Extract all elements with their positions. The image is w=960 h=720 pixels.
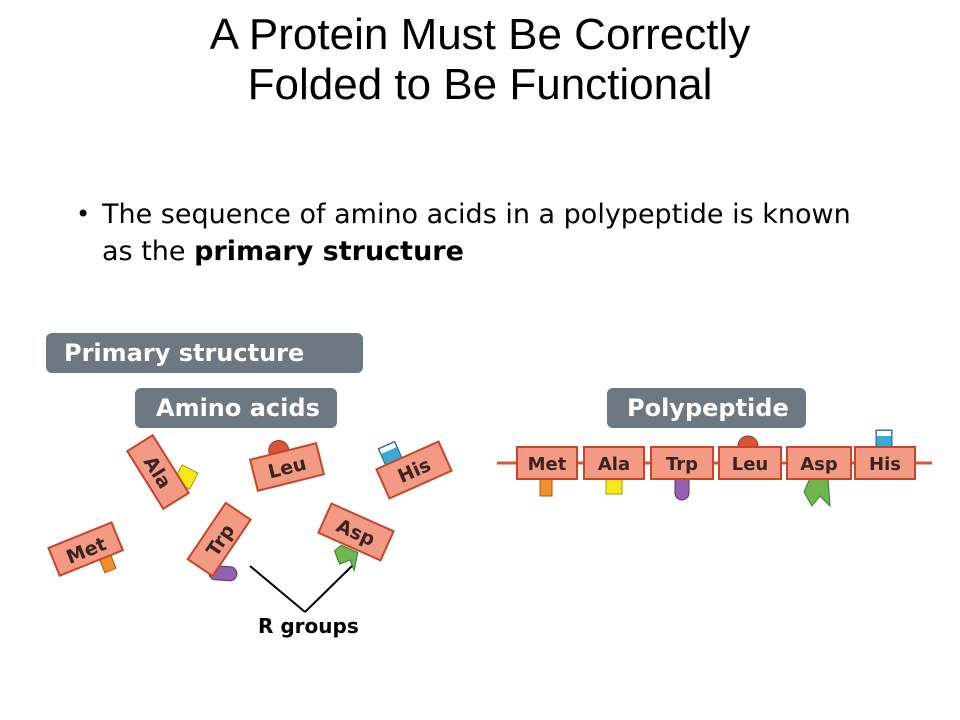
chain-residue-met: Met: [516, 446, 578, 497]
title-line-1: A Protein Must Be Correctly: [209, 10, 751, 59]
amino-acid-leu: Leu: [248, 440, 326, 492]
header-primary-structure: Primary structure: [46, 333, 363, 373]
chain-residue-leu: Leu: [718, 435, 782, 480]
amino-acid-his: His: [375, 440, 453, 500]
chain-residue-label: Ala: [598, 454, 630, 475]
header-amino-text: Amino acids: [156, 394, 320, 422]
amino-acid-met: Met: [47, 521, 125, 578]
bullet-point: • The sequence of amino acids in a polyp…: [76, 196, 858, 270]
header-polypeptide: Polypeptide: [607, 388, 806, 428]
amino-acid-ala: Ala: [125, 433, 199, 511]
r-groups-label: R groups: [258, 614, 359, 638]
chain-residue-label: Trp: [666, 454, 698, 475]
title-line-2: Folded to Be Functional: [247, 60, 713, 109]
chain-residue-label: Leu: [732, 454, 769, 475]
chain-residue-asp: Asp: [786, 446, 852, 508]
header-primary-text: Primary structure: [64, 339, 304, 367]
primary-structure-diagram: Primary structure Amino acids Polypeptid…: [46, 333, 932, 638]
chain-residue-label: Asp: [800, 454, 838, 475]
amino-acid-trp: Trp: [186, 501, 253, 582]
bullet-bold-text: primary structure: [194, 236, 464, 267]
slide-title: A Protein Must Be Correctly Folded to Be…: [0, 10, 960, 110]
chain-residue-label: His: [869, 454, 901, 475]
bullet-icon: •: [76, 200, 91, 228]
chain-residue-his: His: [854, 429, 916, 480]
header-amino-acids: Amino acids: [135, 388, 337, 428]
polypeptide-chain: Met Ala Trp Leu Asp His: [497, 429, 932, 508]
chain-residue-trp: Trp: [650, 446, 714, 501]
r-groups-pointer: [249, 565, 353, 613]
bullet-plain-text: The sequence of amino acids in a polypep…: [102, 199, 851, 267]
amino-acid-asp: Asp: [317, 502, 395, 573]
bullet-text: The sequence of amino acids in a polypep…: [78, 196, 858, 270]
chain-residue-ala: Ala: [583, 446, 645, 495]
header-polypeptide-text: Polypeptide: [627, 394, 789, 422]
chain-residue-label: Met: [528, 454, 567, 475]
